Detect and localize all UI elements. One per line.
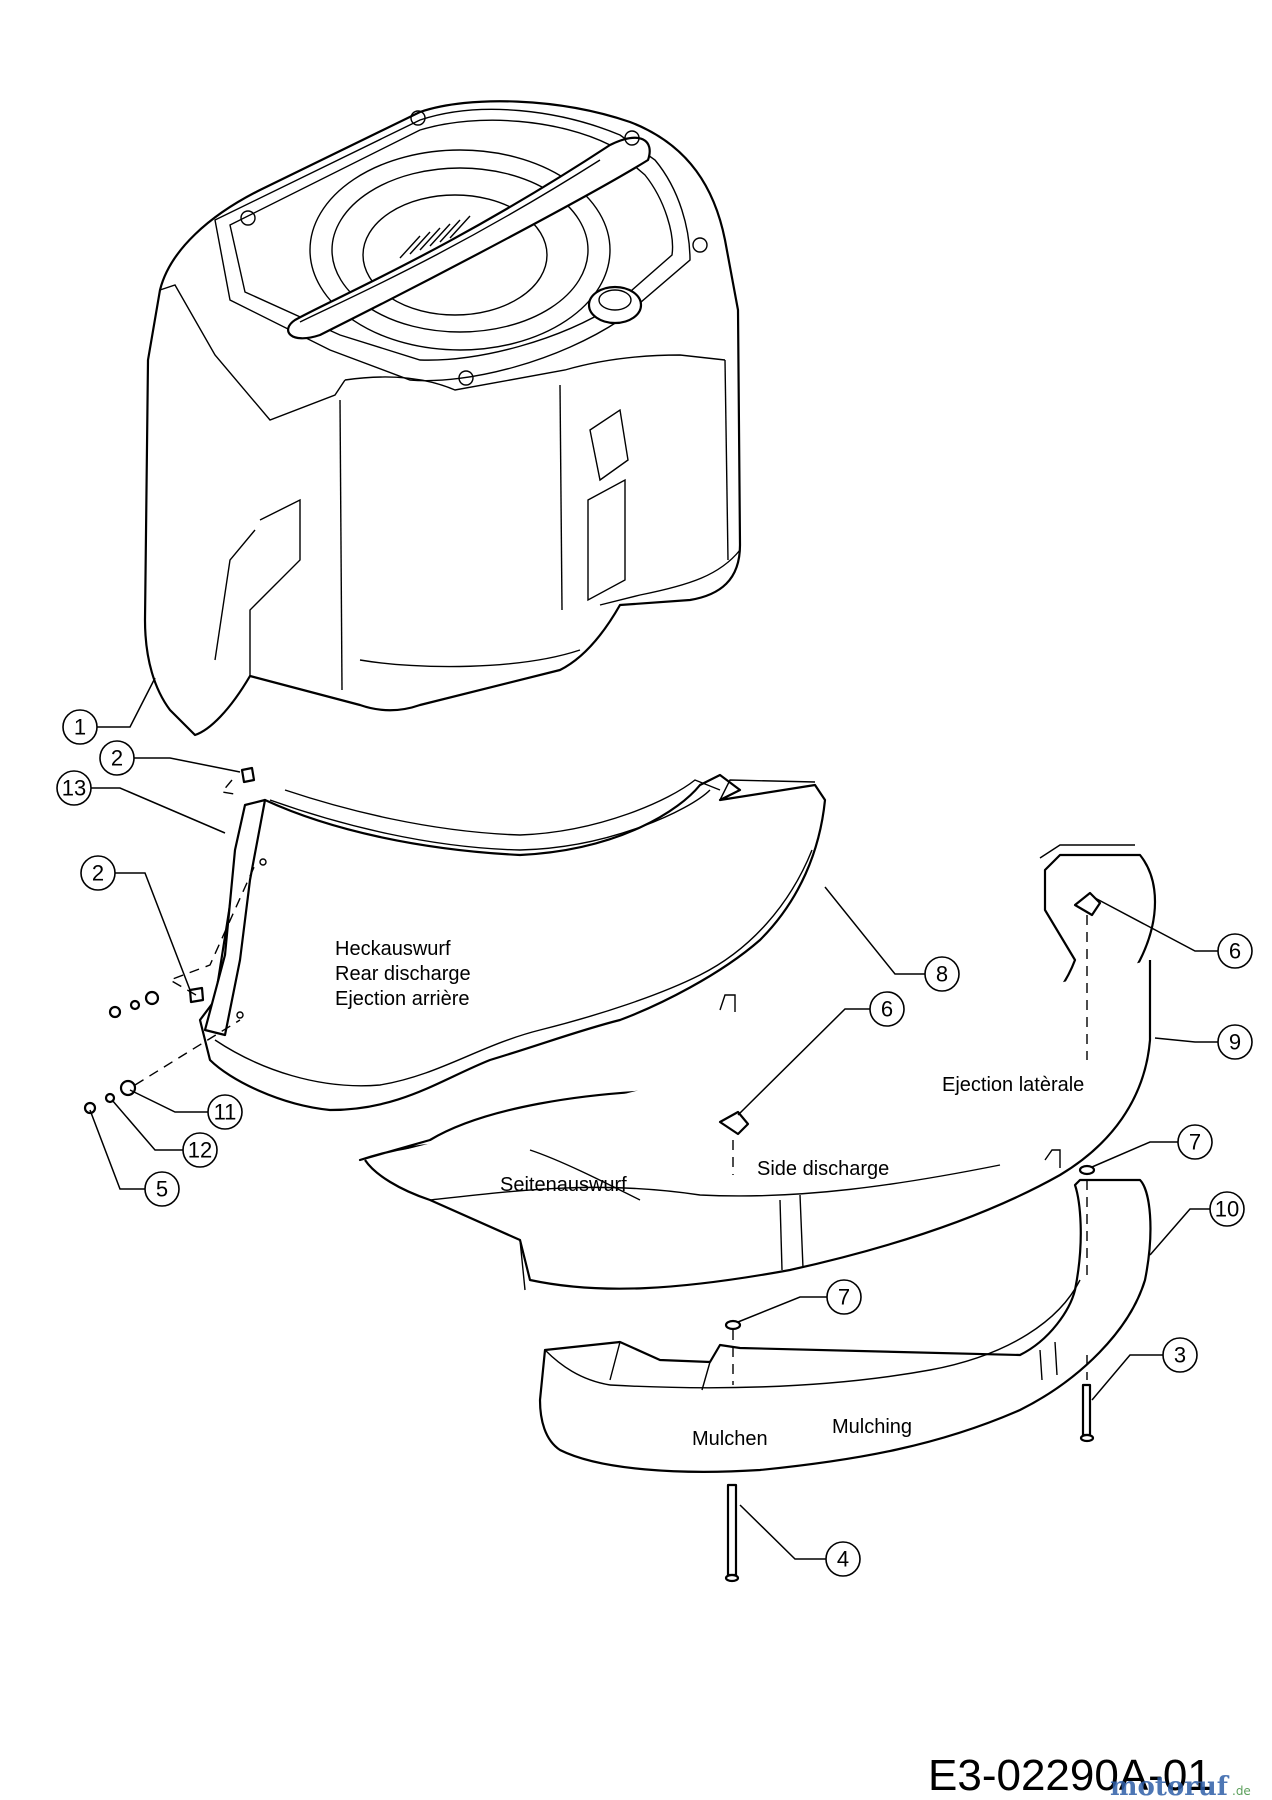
callout-circle-1 — [62, 709, 98, 745]
mulch-label-en: Mulching — [832, 1416, 912, 1438]
callout-circle-3 — [1162, 1337, 1198, 1373]
diagram-code: E3-02290A-01 — [928, 1751, 1212, 1800]
callout-number: 10 — [1215, 1197, 1239, 1222]
side-label-de: Seitenauswurf — [500, 1174, 627, 1196]
callout-number: 1 — [74, 715, 86, 740]
callout-number: 6 — [1229, 939, 1241, 964]
callout-number: 6 — [881, 997, 893, 1022]
callout-circle-2 — [99, 740, 135, 776]
callout-number: 7 — [1189, 1130, 1201, 1155]
rear-label-fr: Ejection arrière — [335, 988, 470, 1010]
callout-circle-12 — [182, 1132, 218, 1168]
assembly-lines — [134, 779, 1088, 1385]
callout-number: 13 — [62, 776, 86, 801]
rear-label-de: Heckauswurf — [335, 938, 451, 960]
callout-circle-6b — [1217, 933, 1253, 969]
hood-part-1 — [143, 100, 742, 737]
callout-number: 9 — [1229, 1030, 1241, 1055]
mulching-plug-part-10 — [538, 1178, 1152, 1473]
callout-number: 12 — [188, 1138, 212, 1163]
hardware-group — [83, 766, 1102, 1583]
callout-circle-7 — [1177, 1124, 1213, 1160]
callout-circle-5 — [144, 1171, 180, 1207]
callout-number: 2 — [111, 746, 123, 771]
callout-number: 7 — [838, 1285, 850, 1310]
callouts: 1 2 13 2 8 6 6 9 11 12 — [56, 677, 1253, 1577]
callout-circle-10 — [1209, 1191, 1245, 1227]
callout-circle-4 — [825, 1541, 861, 1577]
callout-circle-7b — [826, 1279, 862, 1315]
callout-number: 3 — [1174, 1343, 1186, 1368]
callout-number: 4 — [837, 1547, 849, 1572]
watermark-suffix: .de — [1232, 1784, 1251, 1798]
watermark-text: motoruf — [1110, 1772, 1230, 1800]
callout-number: 5 — [156, 1177, 168, 1202]
callout-number: 11 — [214, 1100, 237, 1125]
mulch-label-de: Mulchen — [692, 1428, 768, 1450]
callout-number: 2 — [92, 861, 104, 886]
rear-discharge-part-8 — [198, 773, 827, 1112]
watermark-logo: motoruf .de — [1110, 1772, 1251, 1800]
section-labels: Heckauswurf Rear discharge Ejection arri… — [335, 938, 1084, 1450]
callout-circle-2b — [80, 855, 116, 891]
callout-circle-13 — [56, 770, 92, 806]
side-discharge-part-9 — [358, 844, 1156, 1291]
rear-label-en: Rear discharge — [335, 963, 471, 985]
callout-circle-9 — [1217, 1024, 1253, 1060]
side-label-fr: Ejection latèrale — [942, 1074, 1084, 1096]
side-label-en: Side discharge — [757, 1158, 889, 1180]
callout-circle-6 — [869, 991, 905, 1027]
callout-circle-8 — [924, 956, 960, 992]
callout-number: 8 — [936, 962, 948, 987]
callout-circle-11 — [207, 1094, 243, 1130]
